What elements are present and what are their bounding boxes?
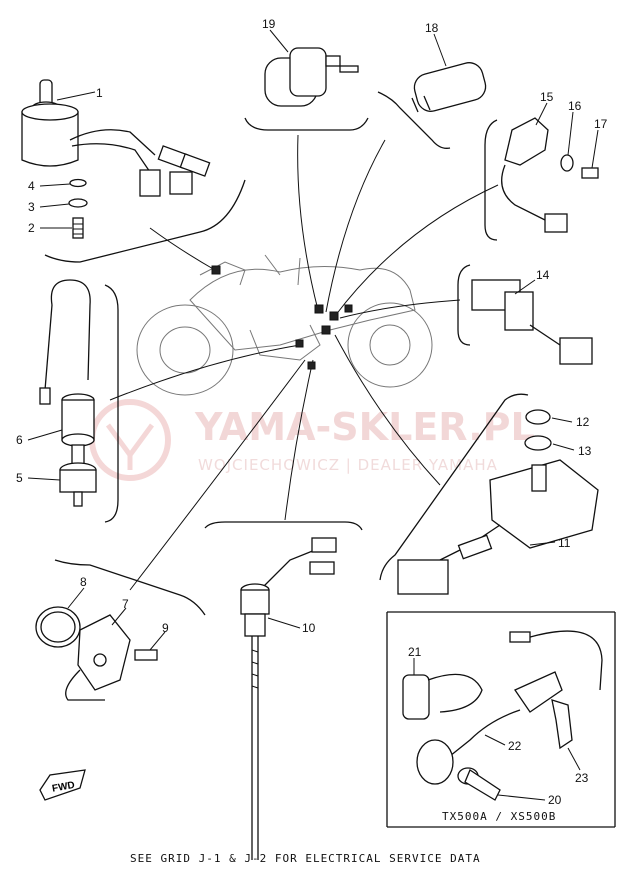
label-12: 12 [576,415,590,429]
part-5-switch [59,444,97,507]
label-3: 3 [28,200,35,214]
label-19: 19 [262,17,276,31]
label-22: 22 [508,739,522,753]
parts-2-4-screw-washers [68,178,88,239]
label-23: 23 [575,771,589,785]
label-13: 13 [578,444,592,458]
label-14: 14 [536,268,550,282]
label-17: 17 [594,117,608,131]
part-8-o-ring [35,606,81,648]
part-16-washer [560,154,574,172]
label-6: 6 [16,433,23,447]
part-12-nut [525,409,551,425]
watermark-title: YAMA-SKLER.PL [194,405,535,449]
group-brackets [44,91,529,616]
label-18: 18 [425,21,439,35]
part-labels: 1 2 3 4 5 6 7 8 9 10 11 12 13 14 15 16 1… [16,17,608,807]
part-23-clamp [551,699,573,750]
label-20: 20 [548,793,562,807]
part-1-ignition-switch [21,79,211,197]
watermark-subtitle: WOJCIECHOWICZ | DEALER YAMAHA [198,456,498,474]
part-6-switch [39,279,95,447]
label-1: 1 [96,86,103,100]
part-15-sensor-bracket [501,117,568,233]
label-8: 8 [80,575,87,589]
footer-caption: SEE GRID J-1 & J-2 FOR ELECTRICAL SERVIC… [130,852,481,865]
label-21: 21 [408,645,422,659]
inset-model-label: TX500A / XS500B [442,810,556,823]
label-5: 5 [16,471,23,485]
harness-connectors [211,265,353,370]
label-10: 10 [302,621,316,635]
part-20-fitting [457,767,501,801]
model-inset: TX500A / XS500B [386,611,616,828]
callout-lines [109,134,499,591]
part-17-screw [581,167,599,179]
part-13-washer [524,435,552,451]
part-11-handlebar-switch [397,459,599,595]
label-7: 7 [122,597,129,611]
part-22-cable [416,630,603,785]
label-4: 4 [28,179,35,193]
watermark: YAMA-SKLER.PL WOJCIECHOWICZ | DEALER YAM… [89,399,535,481]
label-16: 16 [568,99,582,113]
label-9: 9 [162,621,169,635]
label-11: 11 [558,536,571,550]
part-19-relay [264,47,359,107]
part-18-flasher [411,62,487,113]
label-15: 15 [540,90,554,104]
part-21-sensor [402,673,483,720]
label-2: 2 [28,221,35,235]
fwd-arrow-icon: FWD [39,769,86,801]
part-10-level-sensor [240,537,337,860]
part-7-sensor-plate [65,614,131,701]
part-14-connector [471,279,593,365]
fwd-label: FWD [51,780,75,795]
motorcycle-outline [136,254,433,396]
part-9-screw [134,649,158,661]
